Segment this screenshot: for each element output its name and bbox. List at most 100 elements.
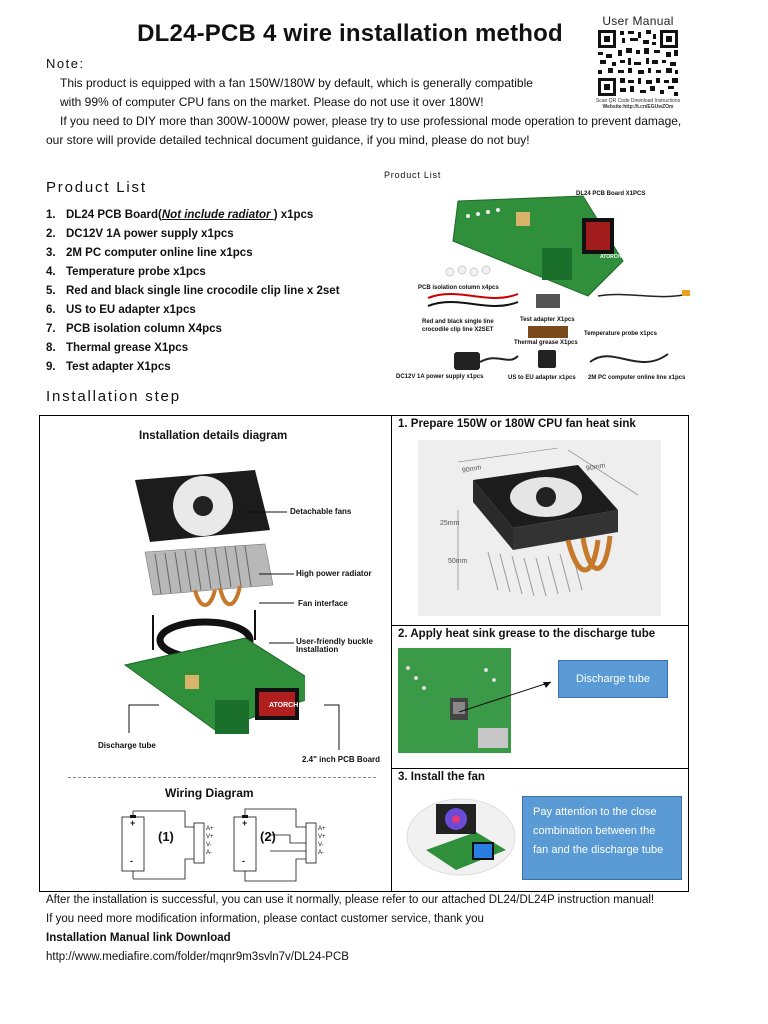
photo-label-clip-2: crocodile clip line X2SET (422, 327, 494, 333)
photo-label-test-adapter: Test adapter X1pcs (520, 317, 575, 323)
product-list-heading: Product List (46, 179, 147, 196)
step-1-photo: 90mm 90mm 25mm 50mm (418, 440, 661, 616)
product-item-text: Test adapter X1pcs (66, 361, 171, 373)
product-item-text: PCB isolation column X4pcs (66, 323, 222, 335)
label-discharge-tube: Discharge tube (98, 741, 156, 750)
label-buckle-installation: Installation (296, 645, 339, 654)
step-divider-2 (391, 768, 689, 769)
photo-label-temp-probe: Temperature probe x1pcs (584, 331, 657, 337)
fan-attention-callout: Pay attention to the close combination b… (522, 796, 682, 880)
product-list-item: 6. US to EU adapter x1pcs (46, 301, 386, 320)
note-line-1: This product is equipped with a fan 150W… (60, 76, 533, 90)
product-item-text: Temperature probe x1pcs (66, 266, 206, 278)
product-list-item: 7. PCB isolation column X4pcs (46, 320, 386, 339)
wiring-pin-label: V+ (206, 834, 214, 840)
step-2-title: 2. Apply heat sink grease to the dischar… (398, 628, 656, 640)
product-item-suffix: ) x1pcs (273, 209, 314, 221)
product-photo-art (427, 195, 690, 370)
product-list-item: 9. Test adapter X1pcs (46, 358, 386, 377)
qr-code-image (596, 29, 680, 97)
product-list-item: 2. DC12V 1A power supply x1pcs (46, 225, 386, 244)
cpu-heatsink-image (457, 447, 639, 597)
qr-block: User Manual Scan QR Code Download Instru… (588, 14, 688, 110)
wiring-plus-1: + (130, 818, 136, 828)
wiring-pins-2: A+V+V-A- (318, 825, 326, 857)
wiring-diagram-2-label: (2) (260, 829, 276, 844)
product-item-text: Red and black single line crocodile clip… (66, 285, 340, 297)
wiring-pins-1: A+V+V-A- (206, 825, 214, 857)
note-line-3: If you need to DIY more than 300W-1000W … (60, 114, 682, 128)
label-high-power-radiator: High power radiator (296, 569, 372, 578)
label-buckle: User-friendly buckle (296, 637, 373, 646)
label-pcb-board: 2.4" inch PCB Board (302, 755, 381, 764)
step-1-title: 1. Prepare 150W or 180W CPU fan heat sin… (398, 418, 636, 430)
qr-title: User Manual (602, 14, 674, 28)
product-list-item: 1. DL24 PCB Board(Not include radiator ) … (46, 206, 386, 225)
photo-screen-brand: ATORCH (600, 254, 621, 260)
photo-label-board: DL24 PCB Board X1PCS (576, 191, 646, 197)
installation-table (39, 415, 689, 892)
photo-label-power: DC12V 1A power supply x1pcs (396, 374, 484, 380)
diagram-screen-brand: ATORCH (269, 702, 299, 709)
photo-label-clip-1: Red and black single line (422, 319, 494, 325)
installed-fan-image (406, 798, 516, 876)
product-item-number: 2. (46, 228, 56, 240)
qr-caption-website: Website:http://t.cn/EGUwZOm (602, 104, 674, 110)
wiring-minus-2: - (242, 856, 245, 866)
note-line-2: with 99% of computer CPU fans on the mar… (60, 95, 484, 109)
product-item-number: 6. (46, 304, 56, 316)
label-detachable-fans: Detachable fans (290, 507, 352, 516)
footer-line-2: If you need more modification informatio… (46, 913, 484, 925)
step-divider-1 (391, 625, 689, 626)
photo-label-us-eu: US to EU adapter x1pcs (508, 375, 576, 381)
photo-label-pc-line: 2M PC computer online line x1pcs (588, 375, 686, 381)
product-list: 1. DL24 PCB Board(Not include radiator ) … (46, 206, 386, 377)
product-item-text: Thermal grease X1pcs (66, 342, 189, 354)
qr-caption-scan: Scan QR Code Download Instructions (595, 98, 681, 104)
footer-line-1: After the installation is successful, yo… (46, 894, 655, 906)
product-item-number: 7. (46, 323, 56, 335)
wiring-title: Wiring Diagram (165, 786, 254, 800)
discharge-tube-callout: Discharge tube (558, 660, 668, 698)
product-photo-title: Product List (384, 170, 442, 180)
installation-divider (391, 415, 392, 892)
page-title: DL24-PCB 4 wire installation method (137, 20, 563, 47)
product-item-emphasis: Not include radiator (161, 209, 274, 221)
product-item-number: 9. (46, 361, 56, 373)
wiring-pin-label: A+ (206, 826, 214, 832)
wiring-pin-label: V+ (318, 834, 326, 840)
product-list-photo: Product List ATORCH DL24 PCB Board X1PCS… (384, 166, 698, 388)
product-item-number: 1. (46, 209, 56, 221)
wiring-plus-2: + (242, 818, 248, 828)
diagram-title: Installation details diagram (139, 430, 288, 442)
note-heading: Note: (46, 56, 85, 71)
product-item-number: 5. (46, 285, 56, 297)
note-line-4: our store will provide detailed technica… (46, 133, 530, 147)
product-list-item: 5. Red and black single line crocodile cl… (46, 282, 386, 301)
wiring-diagram (121, 808, 317, 882)
manual-link-heading: Installation Manual link Download (46, 932, 231, 944)
product-list-item: 4. Temperature probe x1pcs (46, 263, 386, 282)
dim-50mm: 50mm (448, 558, 468, 565)
manual-download-link[interactable]: http://www.mediafire.com/folder/mqnr9m3s… (46, 951, 349, 963)
label-fan-interface: Fan interface (298, 599, 348, 608)
product-item-text: US to EU adapter x1pcs (66, 304, 196, 316)
photo-label-isolation: PCB isolation column x4pcs (418, 285, 499, 291)
product-item-number: 3. (46, 247, 56, 259)
photo-label-grease: Thermal grease X1pcs (514, 340, 578, 346)
wiring-diagram-1-label: (1) (158, 829, 174, 844)
product-item-text: DL24 PCB Board( (66, 209, 162, 221)
step-2-photo (398, 648, 511, 753)
product-item-number: 4. (46, 266, 56, 278)
discharge-tube-board-image (398, 648, 511, 753)
step-3-photo (406, 792, 516, 877)
product-item-text: DC12V 1A power supply x1pcs (66, 228, 234, 240)
wiring-pin-label: A- (318, 850, 324, 856)
step-3-title: 3. Install the fan (398, 771, 485, 783)
wiring-pin-label: V- (318, 842, 324, 848)
installation-exploded-view (123, 470, 305, 734)
installation-heading: Installation step (46, 388, 181, 405)
discharge-tube-arrow (458, 681, 552, 713)
product-list-item: 8.Thermal grease X1pcs (46, 339, 386, 358)
wiring-separator (68, 777, 376, 778)
